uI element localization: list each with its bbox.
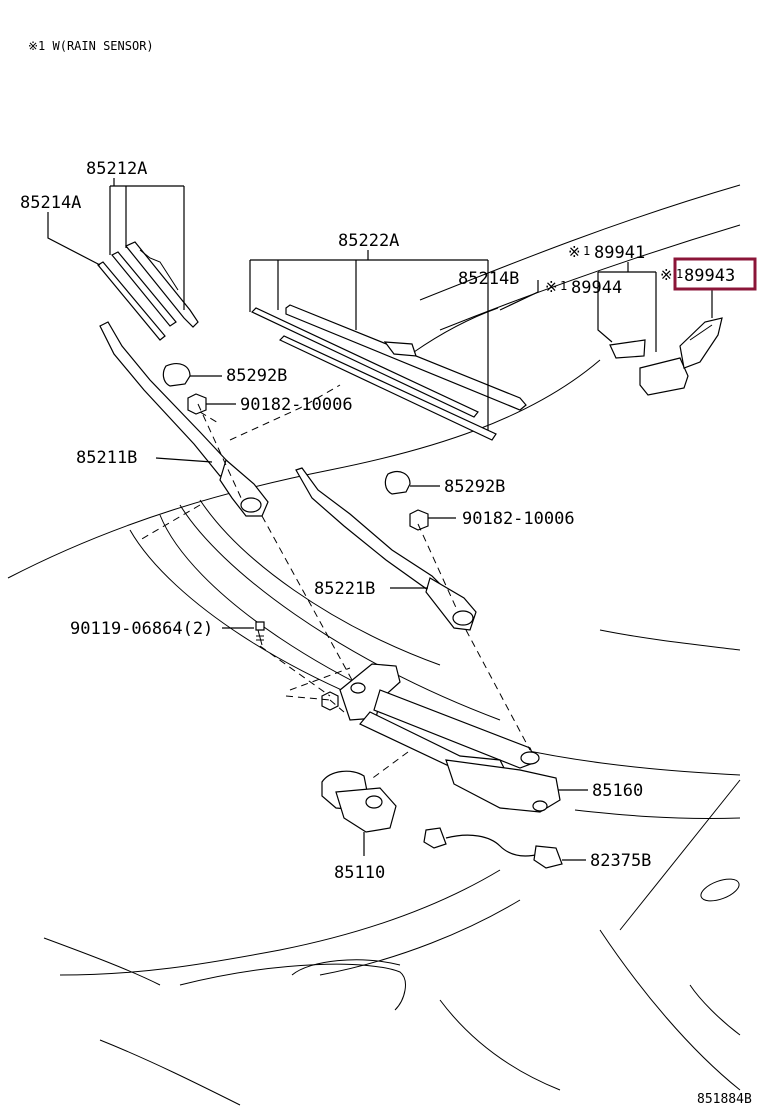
label-89943: 89943 xyxy=(684,266,735,286)
wiper-connector xyxy=(423,827,563,869)
label-85214a: 85214A xyxy=(20,193,81,213)
label-90119: 90119-06864(2) xyxy=(70,619,213,639)
marker-star-89943: ※ xyxy=(660,266,673,284)
label-89944: 89944 xyxy=(571,278,622,298)
marker-star-89941: ※ xyxy=(568,243,581,261)
marker-one-89941: 1 xyxy=(583,244,590,258)
label-90182-top: 90182-10006 xyxy=(240,395,353,415)
car-body-outline xyxy=(7,184,741,1106)
reference-code: 851884B xyxy=(697,1092,752,1107)
label-85160: 85160 xyxy=(592,781,643,801)
marker-one-89943: 1 xyxy=(676,267,683,281)
label-85214b: 85214B xyxy=(458,269,519,289)
label-85292b-second: 85292B xyxy=(444,477,505,497)
rain-sensor-parts xyxy=(609,317,723,396)
label-85292b-top: 85292B xyxy=(226,366,287,386)
wiper-arm-left xyxy=(99,321,269,517)
wiper-motor xyxy=(321,770,397,833)
leader-lines xyxy=(47,178,713,861)
wiper-linkage xyxy=(339,663,561,813)
label-85211b: 85211B xyxy=(76,448,137,468)
wiper-blade-a xyxy=(97,241,199,341)
assembly-dashed-lines xyxy=(139,384,531,781)
rain-sensor-note: ※1 W(RAIN SENSOR) xyxy=(28,39,154,53)
label-90182-second: 90182-10006 xyxy=(462,509,575,529)
highlight-box-89943 xyxy=(673,257,757,291)
marker-star-89944: ※ xyxy=(545,278,558,296)
label-85222a: 85222A xyxy=(338,231,399,251)
label-82375b: 82375B xyxy=(590,851,651,871)
wiper-blade-b xyxy=(250,304,527,441)
part-labels: 85212A 85214A 85222A 85214B ※ 1 89941 ※ … xyxy=(20,159,757,1107)
label-89941: 89941 xyxy=(594,243,645,263)
marker-one-89944: 1 xyxy=(560,279,567,293)
caps-and-nuts xyxy=(162,363,429,711)
label-85221b: 85221B xyxy=(314,579,375,599)
wiper-arm-right xyxy=(295,467,477,631)
label-85110: 85110 xyxy=(334,863,385,883)
label-85212a: 85212A xyxy=(86,159,147,179)
